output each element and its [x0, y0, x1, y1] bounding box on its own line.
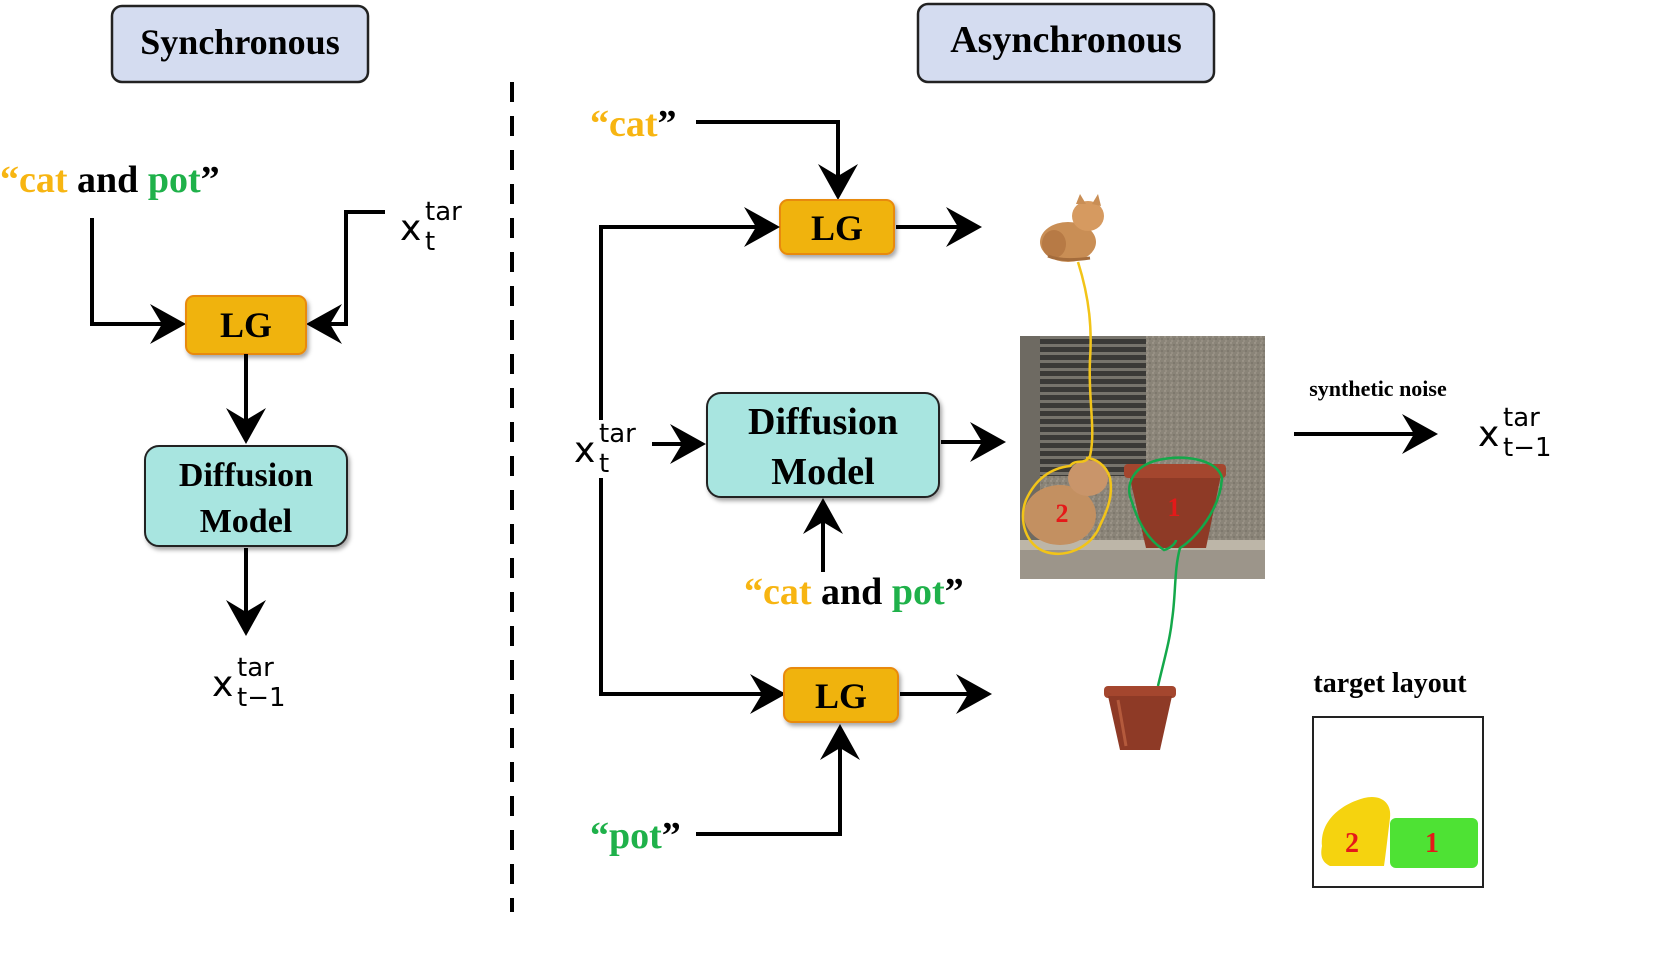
async-prompt-both: “cat and pot”	[744, 571, 964, 613]
async-input-to-lg-top-arrow	[599, 207, 780, 420]
svg-text:x: x	[574, 430, 595, 471]
scene-label-cat: 2	[1056, 499, 1069, 528]
async-diffusion-box: Diffusion Model	[706, 392, 940, 498]
sync-prompt-arrow	[90, 218, 186, 344]
svg-text:t: t	[599, 449, 609, 479]
svg-text:tar: tar	[425, 197, 462, 227]
sync-output-label: x tar t−1	[212, 653, 286, 713]
layout-label-pot: 1	[1425, 828, 1439, 859]
noisy-scene-image-icon: 2 1	[1020, 261, 1265, 687]
target-layout-icon: 2 1	[1312, 716, 1484, 888]
async-prompt-pot: “pot”	[590, 815, 681, 857]
async-prompt-cat: “cat”	[590, 103, 677, 145]
async-input-to-lg-bottom-arrow	[599, 478, 786, 714]
layout-label-cat: 2	[1345, 828, 1359, 859]
svg-text:x: x	[1478, 414, 1499, 455]
async-pot-prompt-arrow	[696, 724, 860, 836]
svg-text:x: x	[400, 208, 421, 249]
scene-label-pot: 1	[1168, 493, 1181, 522]
svg-text:t−1: t−1	[237, 683, 286, 713]
pot-contour	[1128, 456, 1224, 687]
cat-contour	[1021, 261, 1113, 555]
cat-image-icon	[1040, 194, 1104, 262]
header-asynchronous-label: Asynchronous	[950, 19, 1182, 61]
sync-input-arrow	[306, 210, 385, 344]
svg-text:tar: tar	[599, 419, 636, 449]
target-layout-label: target layout	[1313, 668, 1467, 699]
sync-lg-box: LG	[185, 295, 307, 355]
async-input-label: x tar t	[574, 419, 636, 479]
sync-diffusion-line2: Model	[200, 503, 293, 540]
sync-diffusion-line1: Diffusion	[179, 457, 313, 494]
header-synchronous-label: Synchronous	[140, 22, 339, 62]
svg-text:tar: tar	[237, 653, 274, 683]
async-lg-bottom-label: LG	[815, 676, 867, 716]
pot-image-icon	[1104, 686, 1176, 750]
async-diffusion-line2: Model	[771, 451, 874, 493]
async-cat-prompt-arrow	[696, 120, 858, 200]
sync-prompt: “cat and pot”	[0, 159, 220, 201]
svg-text:t−1: t−1	[1503, 433, 1552, 463]
sync-diffusion-box: Diffusion Model	[144, 445, 348, 547]
async-lg-bottom-box: LG	[783, 667, 899, 723]
sync-lg-label: LG	[220, 305, 272, 345]
sync-input-label: x tar t	[400, 197, 462, 257]
svg-text:x: x	[212, 664, 233, 705]
svg-text:tar: tar	[1503, 403, 1540, 433]
header-synchronous: Synchronous	[110, 4, 370, 84]
async-lg-top-label: LG	[811, 208, 863, 248]
header-asynchronous: Asynchronous	[916, 2, 1216, 84]
async-output-label: x tar t−1	[1478, 403, 1552, 463]
svg-text:t: t	[425, 227, 435, 257]
async-lg-top-box: LG	[779, 199, 895, 255]
async-diffusion-line1: Diffusion	[748, 401, 898, 443]
synthetic-noise-label: synthetic noise	[1309, 376, 1447, 401]
